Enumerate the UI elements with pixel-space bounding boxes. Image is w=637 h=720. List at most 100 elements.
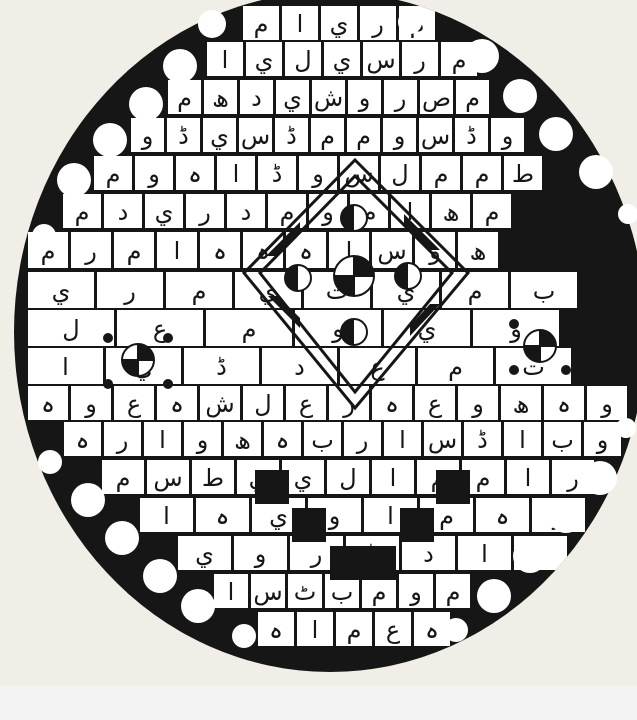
grid-letter: ل (62, 315, 79, 343)
grid-letter: م (106, 160, 121, 188)
grid-letter: ل (339, 464, 356, 492)
rim-hole (503, 79, 537, 113)
rim-hole (513, 539, 547, 573)
black-block (330, 546, 396, 580)
grid-letter: د (251, 84, 262, 112)
grid-letter: ط (512, 160, 534, 188)
grid-letter: د (423, 540, 434, 568)
rim-hole (616, 418, 636, 438)
rim-hole (549, 499, 583, 533)
grid-letter: ع (127, 390, 142, 418)
grid-letter: و (358, 84, 371, 112)
grid-letter: س (153, 464, 182, 492)
grid-letter: ہ (215, 502, 229, 530)
grid-letter: ڈ (216, 353, 227, 381)
grid-letter: م (127, 237, 142, 265)
grid-letter: و (196, 426, 209, 454)
grid-letter: ا (390, 464, 397, 492)
grid-letter: م (476, 464, 491, 492)
grid-letter: م (242, 315, 257, 343)
grid-letter: و (141, 122, 154, 150)
grid-letter: ر (84, 237, 97, 265)
grid-letter: و (409, 578, 422, 606)
rim-hole (398, 10, 422, 34)
dot (561, 365, 571, 375)
grid-letter: م (192, 277, 207, 305)
dot (561, 319, 571, 329)
grid-letter: ع (428, 390, 443, 418)
grid-letter: ل (294, 46, 311, 74)
grid-letter: ھ (212, 84, 229, 112)
grid-letter: ي (155, 198, 174, 226)
grid-letter: س (253, 578, 282, 606)
grid-letter: د (118, 198, 129, 226)
grid-letter: ا (233, 160, 240, 188)
grid-letter: م (434, 160, 449, 188)
grid-letter: ر (123, 277, 136, 305)
grid-letter: ش (205, 390, 234, 418)
grid-letter: ڈ (286, 122, 297, 150)
black-block (292, 508, 326, 542)
grid-letter: ب (331, 578, 354, 606)
grid-letter: ا (174, 237, 181, 265)
grid-letter: ھ (513, 390, 530, 418)
grid-letter: ہ (75, 426, 89, 454)
grid-letter: ب (311, 426, 334, 454)
grid-letter: ي (294, 464, 313, 492)
grid-letter: ہ (213, 237, 227, 265)
grid-letter: ي (330, 10, 349, 38)
grid-letter: ع (386, 616, 401, 644)
grid-letter: م (347, 616, 362, 644)
grid-letter: س (377, 237, 406, 265)
grid-letter: ش (314, 84, 343, 112)
grid-letter: ي (269, 502, 288, 530)
grid-letter: ر (198, 198, 211, 226)
grid-letter: ا (481, 540, 488, 568)
rim-hole (579, 155, 613, 189)
grid-letter: و (84, 390, 97, 418)
grid-letter: ر (371, 10, 384, 38)
grid-letter: م (431, 464, 446, 492)
grid-letter: م (485, 198, 500, 226)
grid-letter: ہ (425, 616, 439, 644)
grid-letter: ي (255, 46, 274, 74)
grid-letter: ص (422, 84, 451, 112)
grid-letter: ڈ (178, 122, 189, 150)
grid-letter: ر (116, 426, 129, 454)
grid-letter: ا (297, 10, 304, 38)
grid-letter: م (356, 122, 371, 150)
grid-letter: ع (299, 390, 314, 418)
grid-letter: ل (254, 390, 271, 418)
grid-letter: ا (312, 616, 319, 644)
rim-hole (163, 49, 197, 83)
rim-hole (539, 117, 573, 151)
grid-letter: ا (222, 46, 229, 74)
grid-letter: م (475, 160, 490, 188)
grid-letter: ھ (470, 237, 487, 265)
grid-letter: ہ (275, 426, 289, 454)
grid-letter: ا (525, 464, 532, 492)
grid-letter: م (320, 122, 335, 150)
grid-letter: ٹ (294, 578, 317, 606)
grid-letter: م (254, 10, 269, 38)
grid-letter: ي (283, 84, 302, 112)
grid-letter: م (468, 277, 483, 305)
grid-letter: ا (387, 502, 394, 530)
grid-letter: م (372, 578, 387, 606)
grid-letter: و (311, 160, 324, 188)
grid-letter: ل (391, 160, 408, 188)
rim-hole (93, 123, 127, 157)
rim-hole (105, 521, 139, 555)
dot (509, 365, 519, 375)
grid-letter: ہ (557, 390, 571, 418)
grid-letter: د (241, 198, 252, 226)
grid-letter: ڈ (466, 122, 477, 150)
grid-letter: ر (356, 426, 369, 454)
dot (103, 333, 113, 343)
grid-letter: ہ (385, 390, 399, 418)
grid-letter: د (294, 353, 305, 381)
grid-letter: م (116, 464, 131, 492)
grid-letter: ا (228, 578, 235, 606)
grid-letter: ط (202, 464, 224, 492)
